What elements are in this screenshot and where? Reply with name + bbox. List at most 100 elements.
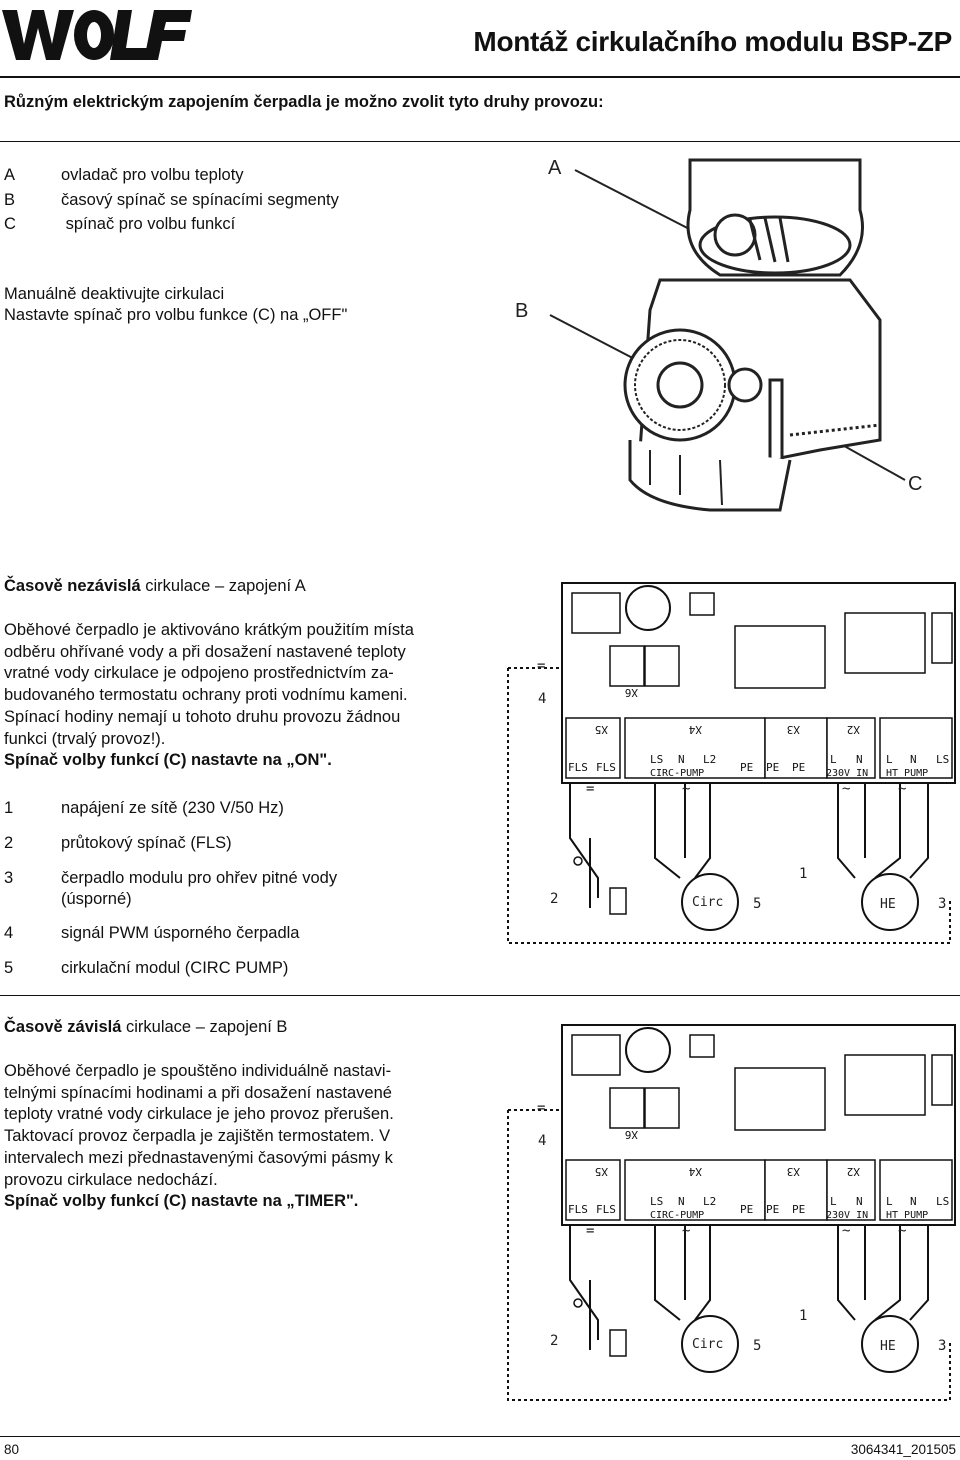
svg-text:X2: X2 [847, 723, 860, 736]
svg-text:~: ~ [842, 1223, 850, 1239]
legend-item-c: C spínač pro volbu funkcí [4, 215, 236, 233]
svg-text:X5: X5 [595, 723, 608, 736]
svg-text:4: 4 [538, 1133, 546, 1149]
wiring-diagram-b-body: X5 X4 X3 X2 X6 FLS FLS LS N L2 CIRC-PUMP… [507, 1024, 956, 1401]
svg-text:HE: HE [880, 1339, 896, 1354]
svg-text:230V IN: 230V IN [826, 768, 868, 779]
svg-text:N: N [678, 1195, 685, 1208]
svg-text:PE: PE [740, 761, 753, 774]
instructions: Manuálně deaktivujte cirkulaci Nastavte … [4, 284, 347, 326]
svg-text:CIRC-PUMP: CIRC-PUMP [650, 768, 704, 779]
svg-text:HT_PUMP: HT_PUMP [886, 1210, 928, 1221]
wolf-logo [2, 10, 192, 60]
svg-text:PE: PE [766, 1203, 779, 1216]
figure-label-a: A [548, 157, 562, 179]
footer-divider [0, 1436, 960, 1437]
svg-text:2: 2 [550, 891, 558, 907]
svg-text:=: = [537, 658, 545, 674]
svg-text:HT_PUMP: HT_PUMP [886, 768, 928, 779]
document-id: 3064341_201505 [850, 1442, 956, 1457]
svg-text:LS: LS [936, 753, 949, 766]
wiring-diagram-a: X5 X4 X3 X2 X6 FLS FLS LS N L2 CIRC-PUMP… [507, 582, 956, 944]
svg-text:~: ~ [682, 781, 690, 797]
section-b-title: Časově závislá cirkulace – zapojení B [4, 1018, 288, 1036]
svg-text:LS: LS [650, 753, 663, 766]
svg-text:~: ~ [682, 1223, 690, 1239]
svg-text:X6: X6 [625, 1128, 638, 1141]
svg-text:2: 2 [550, 1333, 558, 1349]
svg-text:L: L [886, 1195, 893, 1208]
svg-text:LS: LS [650, 1195, 663, 1208]
svg-text:230V IN: 230V IN [826, 1210, 868, 1221]
svg-text:PE: PE [792, 761, 805, 774]
page-title: Montáž cirkulačního modulu BSP-ZP [473, 26, 952, 57]
svg-text:Circ: Circ [692, 895, 723, 910]
svg-text:N: N [910, 1195, 917, 1208]
svg-text:L: L [830, 1195, 837, 1208]
svg-text:HE: HE [880, 897, 896, 912]
svg-text:1: 1 [799, 866, 807, 882]
svg-text:X3: X3 [787, 1165, 800, 1178]
svg-text:3: 3 [938, 896, 946, 912]
wiring-diagram-b: X5 X4 X3 X2 X6 FLS FLS LS N L2 CIRC-PUMP… [507, 1024, 956, 1401]
svg-text:=: = [586, 1223, 594, 1239]
svg-text:X5: X5 [595, 1165, 608, 1178]
svg-text:~: ~ [898, 781, 906, 797]
svg-text:Circ: Circ [692, 1337, 723, 1352]
section-b-paragraph: Oběhové čerpadlo je spouštěno individuál… [4, 1062, 394, 1211]
svg-text:FLS: FLS [568, 1203, 588, 1216]
svg-text:FLS: FLS [596, 1203, 616, 1216]
intro-divider [0, 141, 960, 142]
svg-text:X4: X4 [688, 723, 702, 736]
header-divider [0, 76, 960, 78]
intro-text: Různým elektrickým zapojením čerpadla je… [4, 93, 604, 111]
svg-text:X2: X2 [847, 1165, 860, 1178]
svg-text:4: 4 [538, 691, 546, 707]
figure-label-c: C [908, 473, 922, 495]
svg-text:=: = [586, 781, 594, 797]
svg-text:L2: L2 [703, 753, 716, 766]
svg-text:PE: PE [792, 1203, 805, 1216]
svg-text:5: 5 [753, 896, 761, 912]
svg-text:N: N [910, 753, 917, 766]
instruction-line: Nastavte spínač pro volbu funkce (C) na … [4, 306, 348, 324]
svg-text:~: ~ [898, 1223, 906, 1239]
module-drawing: A B C [515, 157, 922, 512]
svg-text:=: = [537, 1100, 545, 1116]
instruction-line: Manuálně deaktivujte cirkulaci [4, 285, 225, 303]
svg-text:N: N [856, 1195, 863, 1208]
svg-text:5: 5 [753, 1338, 761, 1354]
page-number: 80 [4, 1442, 20, 1457]
svg-text:FLS: FLS [596, 761, 616, 774]
section-a-title: Časově nezávislá cirkulace – zapojení A [4, 577, 306, 595]
svg-text:FLS: FLS [568, 761, 588, 774]
svg-text:L2: L2 [703, 1195, 716, 1208]
svg-text:PE: PE [766, 761, 779, 774]
svg-text:PE: PE [740, 1203, 753, 1216]
svg-text:N: N [678, 753, 685, 766]
svg-text:L: L [830, 753, 837, 766]
svg-text:X6: X6 [625, 686, 638, 699]
svg-text:N: N [856, 753, 863, 766]
svg-text:X4: X4 [688, 1165, 702, 1178]
svg-text:L: L [886, 753, 893, 766]
svg-text:3: 3 [938, 1338, 946, 1354]
svg-text:~: ~ [842, 781, 850, 797]
wiring-diagram-a-body: X5 X4 X3 X2 X6 FLS FLS LS N L2 CIRC-PUMP… [507, 582, 956, 944]
figure-label-b: B [515, 300, 528, 322]
svg-text:X3: X3 [787, 723, 800, 736]
svg-text:1: 1 [799, 1308, 807, 1324]
svg-text:LS: LS [936, 1195, 949, 1208]
section-a-paragraph: Oběhové čerpadlo je aktivováno krátkým p… [4, 621, 414, 770]
section-divider [0, 995, 960, 996]
svg-text:CIRC-PUMP: CIRC-PUMP [650, 1210, 704, 1221]
